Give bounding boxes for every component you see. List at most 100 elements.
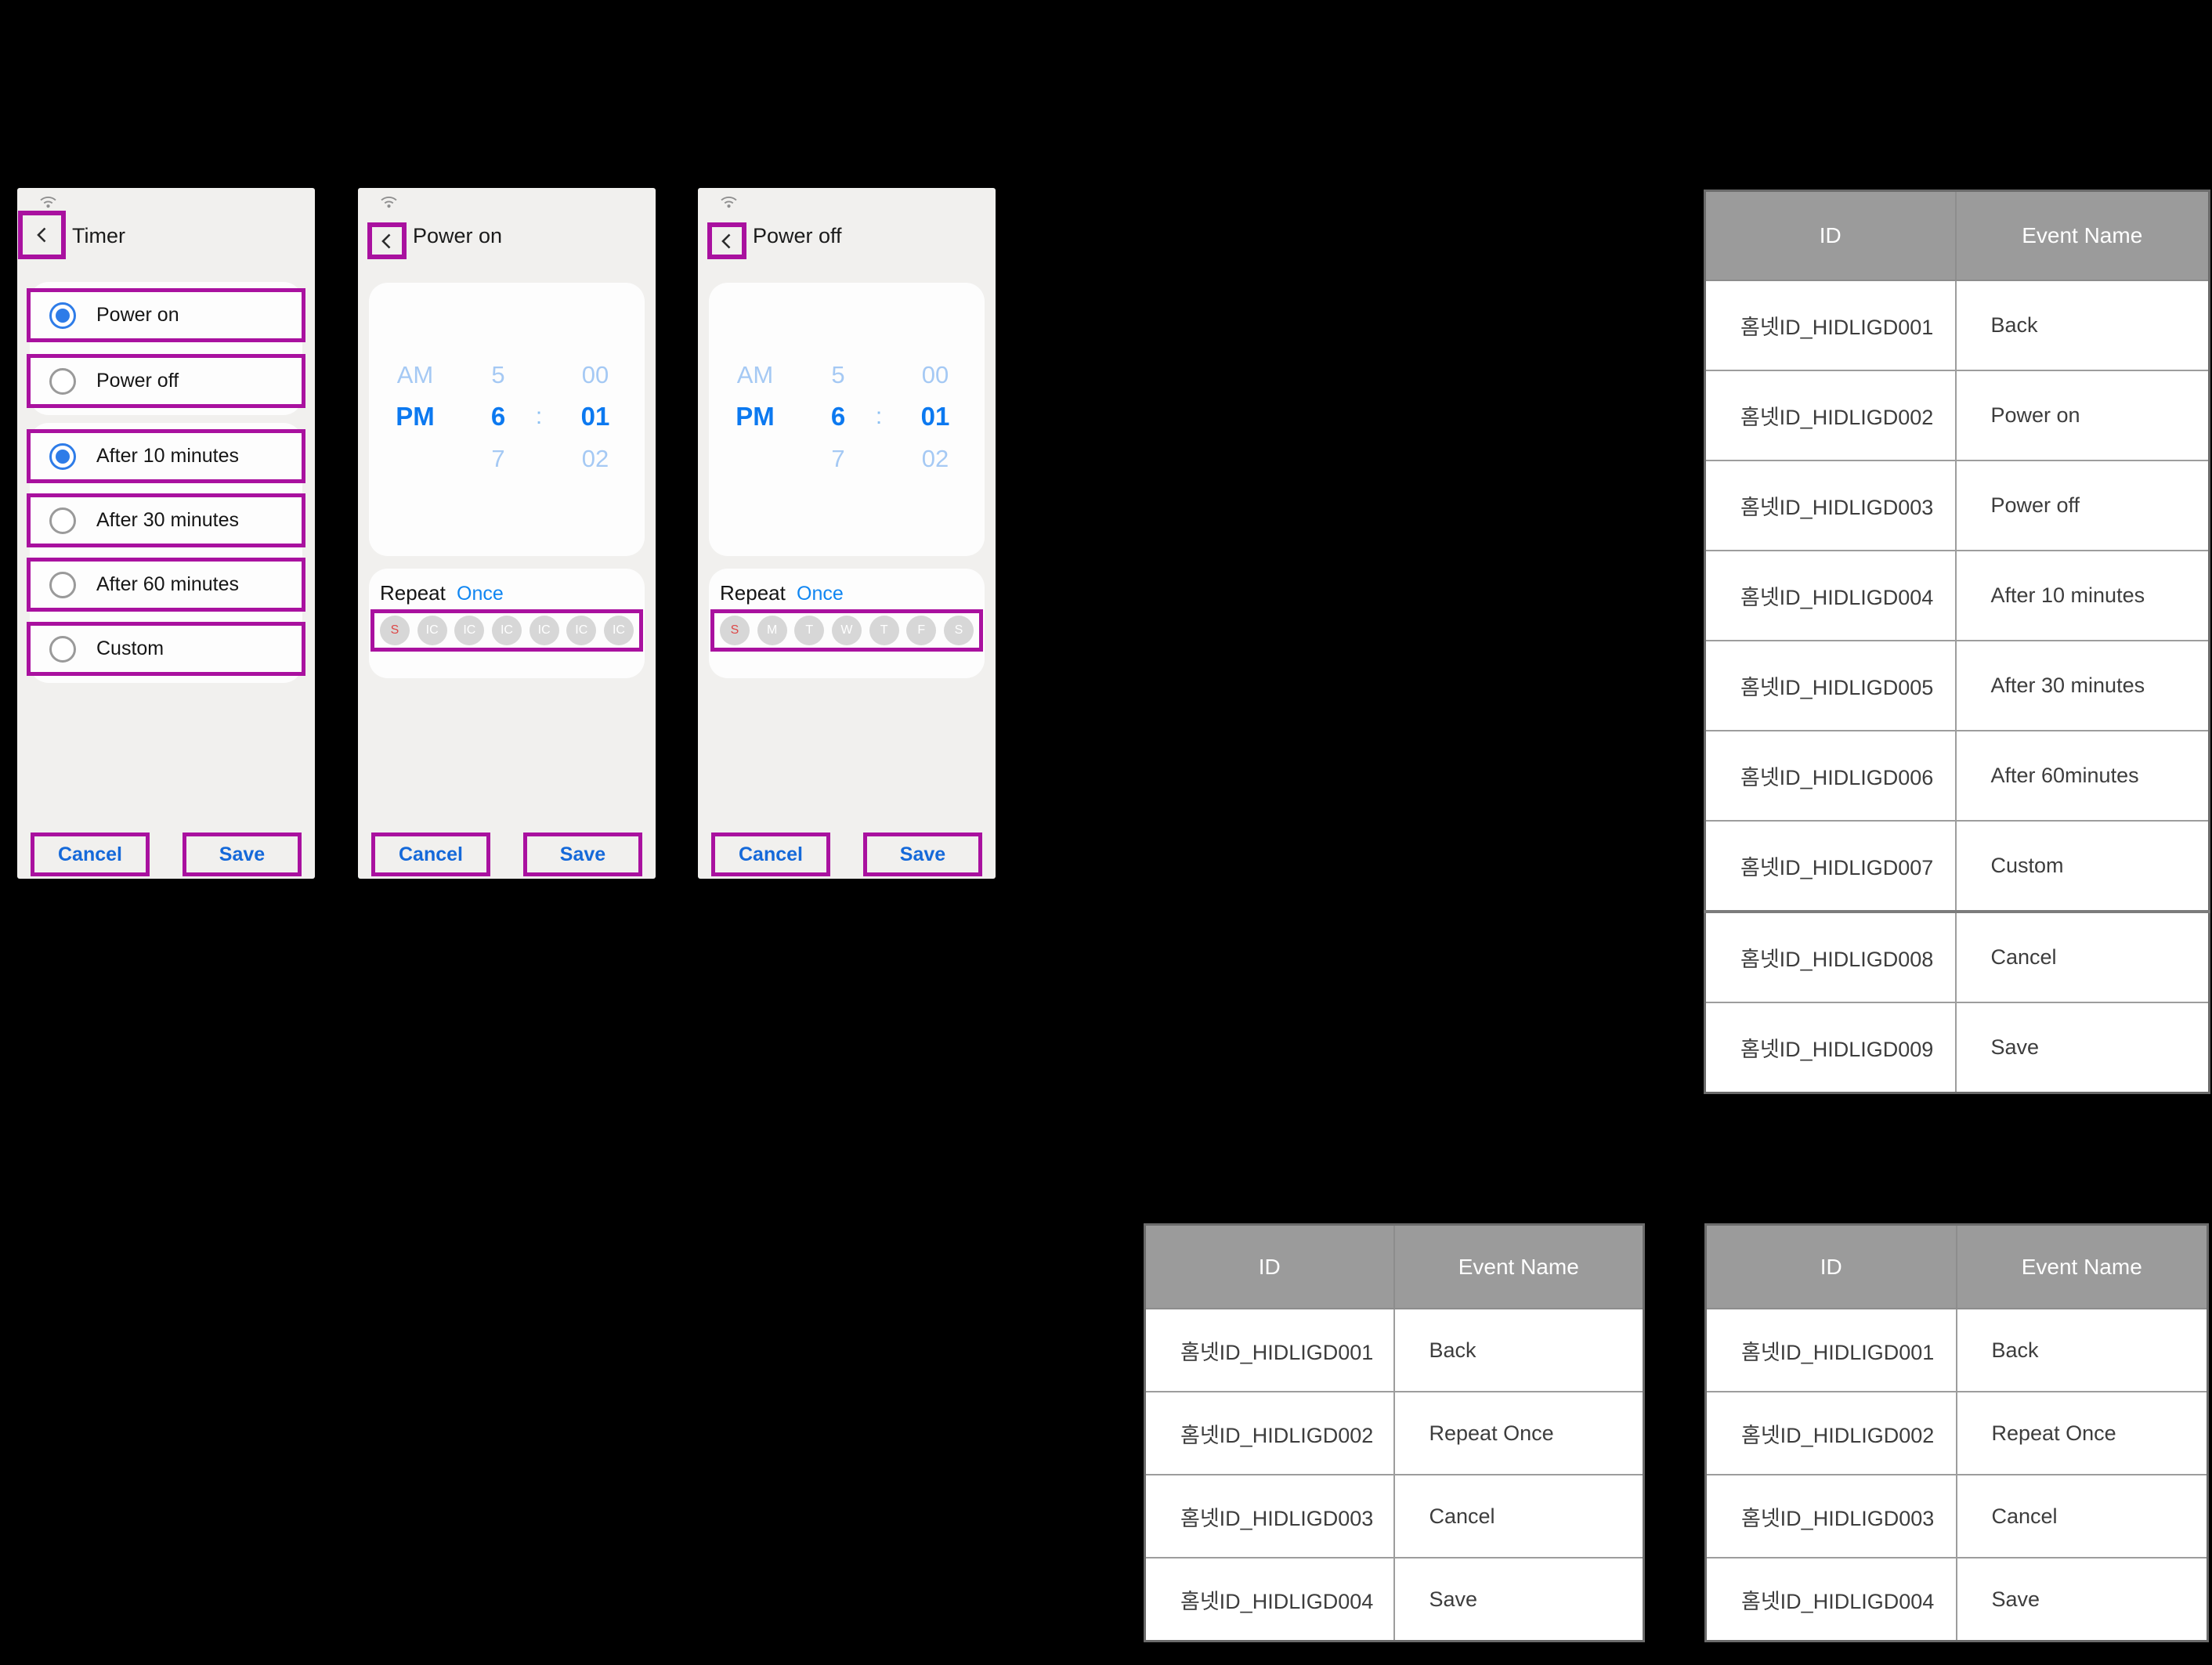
picker-minute-selected[interactable]: 01 <box>920 402 950 431</box>
picker-hour-5[interactable]: 5 <box>831 361 845 388</box>
event-cell: Back <box>1954 280 2210 371</box>
event-cell: Power off <box>1954 460 2210 551</box>
picker-meridiem-selected[interactable]: PM <box>736 402 775 431</box>
id-cell: 홈넷ID_HIDLIGD005 <box>1704 640 1957 731</box>
page-title: Power on <box>413 224 503 247</box>
event-cell: After 30 minutes <box>1954 640 2210 731</box>
picker-minute-00[interactable]: 00 <box>581 361 609 388</box>
save-button[interactable]: Save <box>183 832 302 876</box>
picker-meridiem-selected[interactable]: PM <box>396 402 435 431</box>
day-toggle[interactable]: IC <box>491 616 522 645</box>
radio-option-after-60[interactable]: After 60 minutes <box>27 558 305 612</box>
picker-meridiem-am[interactable]: AM <box>396 361 434 388</box>
radio-unselected-icon[interactable] <box>49 367 76 395</box>
event-cell: Cancel <box>1393 1474 1645 1558</box>
picker-hour-7[interactable]: 7 <box>831 445 845 472</box>
day-toggle[interactable]: S <box>943 616 974 645</box>
day-toggle[interactable]: IC <box>529 616 559 645</box>
id-cell: 홈넷ID_HIDLIGD007 <box>1704 820 1957 912</box>
repeat-card: Repeat Once S IC IC IC IC IC IC <box>369 569 645 678</box>
save-button[interactable]: Save <box>863 832 982 876</box>
back-button[interactable] <box>707 222 746 259</box>
event-cell: Back <box>1393 1308 1645 1392</box>
day-toggle-sunday[interactable]: S <box>720 616 750 645</box>
id-cell: 홈넷ID_HIDLIGD003 <box>1704 1474 1957 1558</box>
column-header-id: ID <box>1144 1223 1395 1309</box>
picker-colon: : <box>535 403 543 429</box>
picker-minute-00[interactable]: 00 <box>921 361 949 388</box>
save-button[interactable]: Save <box>523 832 642 876</box>
repeat-value[interactable]: Once <box>797 583 844 605</box>
page-title: Timer <box>72 224 125 247</box>
chevron-left-icon <box>381 233 391 248</box>
day-toggle-sunday[interactable]: S <box>380 616 410 645</box>
radio-option-power-on[interactable]: Power on <box>27 288 305 342</box>
option-label: Power off <box>96 370 179 392</box>
id-cell: 홈넷ID_HIDLIGD004 <box>1704 1557 1957 1642</box>
radio-unselected-icon[interactable] <box>49 571 76 598</box>
radio-unselected-icon[interactable] <box>49 507 76 534</box>
chevron-left-icon <box>36 227 45 243</box>
id-cell: 홈넷ID_HIDLIGD009 <box>1704 1002 1957 1094</box>
picker-minute-selected[interactable]: 01 <box>580 402 610 431</box>
table-header-row: ID Event Name <box>1144 1223 1645 1309</box>
back-button[interactable] <box>367 222 407 259</box>
event-cell: Repeat Once <box>1955 1391 2209 1475</box>
picker-hour-selected[interactable]: 6 <box>490 402 506 431</box>
radio-option-after-30[interactable]: After 30 minutes <box>27 493 305 547</box>
cancel-button[interactable]: Cancel <box>371 832 490 876</box>
power-options-card <box>30 282 302 415</box>
day-toggle[interactable]: W <box>831 616 862 645</box>
day-toggle[interactable]: M <box>757 616 787 645</box>
day-toggle[interactable]: T <box>794 616 825 645</box>
radio-option-custom[interactable]: Custom <box>27 622 305 676</box>
option-label: After 30 minutes <box>96 509 240 531</box>
event-cell: Save <box>1393 1557 1645 1642</box>
day-toggle[interactable]: IC <box>454 616 485 645</box>
id-cell: 홈넷ID_HIDLIGD002 <box>1144 1391 1395 1475</box>
column-header-id: ID <box>1704 190 1957 281</box>
day-toggle[interactable]: IC <box>417 616 447 645</box>
radio-option-power-off[interactable]: Power off <box>27 354 305 408</box>
event-cell: Power on <box>1954 370 2210 461</box>
column-header-event-name: Event Name <box>1954 190 2210 281</box>
column-header-id: ID <box>1704 1223 1957 1309</box>
day-toggle[interactable]: IC <box>603 616 634 645</box>
day-toggle[interactable]: IC <box>566 616 597 645</box>
radio-selected-icon[interactable] <box>49 302 76 329</box>
radio-option-after-10[interactable]: After 10 minutes <box>27 429 305 483</box>
id-cell: 홈넷ID_HIDLIGD002 <box>1704 1391 1957 1475</box>
day-toggle[interactable]: T <box>869 616 899 645</box>
chevron-left-icon <box>721 233 731 248</box>
column-header-event-name: Event Name <box>1955 1223 2209 1309</box>
id-cell: 홈넷ID_HIDLIGD001 <box>1704 1308 1957 1392</box>
id-cell: 홈넷ID_HIDLIGD008 <box>1704 910 1957 1003</box>
time-picker: AM 5 00 PM 6 : 01 7 02 <box>369 283 645 556</box>
picker-hour-5[interactable]: 5 <box>491 361 505 388</box>
cancel-button[interactable]: Cancel <box>711 832 830 876</box>
repeat-value[interactable]: Once <box>457 583 504 605</box>
cancel-button[interactable]: Cancel <box>31 832 150 876</box>
delay-options-card <box>30 423 302 683</box>
event-cell: Custom <box>1954 820 2210 912</box>
picker-minute-02[interactable]: 02 <box>581 445 609 472</box>
picker-hour-selected[interactable]: 6 <box>830 402 846 431</box>
id-cell: 홈넷ID_HIDLIGD004 <box>1704 550 1957 641</box>
table-header-row: ID Event Name <box>1704 1223 2209 1309</box>
picker-minute-02[interactable]: 02 <box>921 445 949 472</box>
back-button[interactable] <box>18 211 66 259</box>
radio-unselected-icon[interactable] <box>49 635 76 663</box>
repeat-days-row: S IC IC IC IC IC IC <box>370 609 643 652</box>
event-cell: After 60minutes <box>1954 730 2210 822</box>
picker-hour-7[interactable]: 7 <box>491 445 505 472</box>
day-toggle[interactable]: F <box>906 616 937 645</box>
picker-meridiem-am[interactable]: AM <box>736 361 774 388</box>
radio-selected-icon[interactable] <box>49 442 76 470</box>
power-off-screen: Power off AM 5 00 PM 6 : 01 7 02 Repeat … <box>698 188 996 879</box>
event-cell: Save <box>1955 1557 2209 1642</box>
table-header-row: ID Event Name <box>1704 190 2210 281</box>
